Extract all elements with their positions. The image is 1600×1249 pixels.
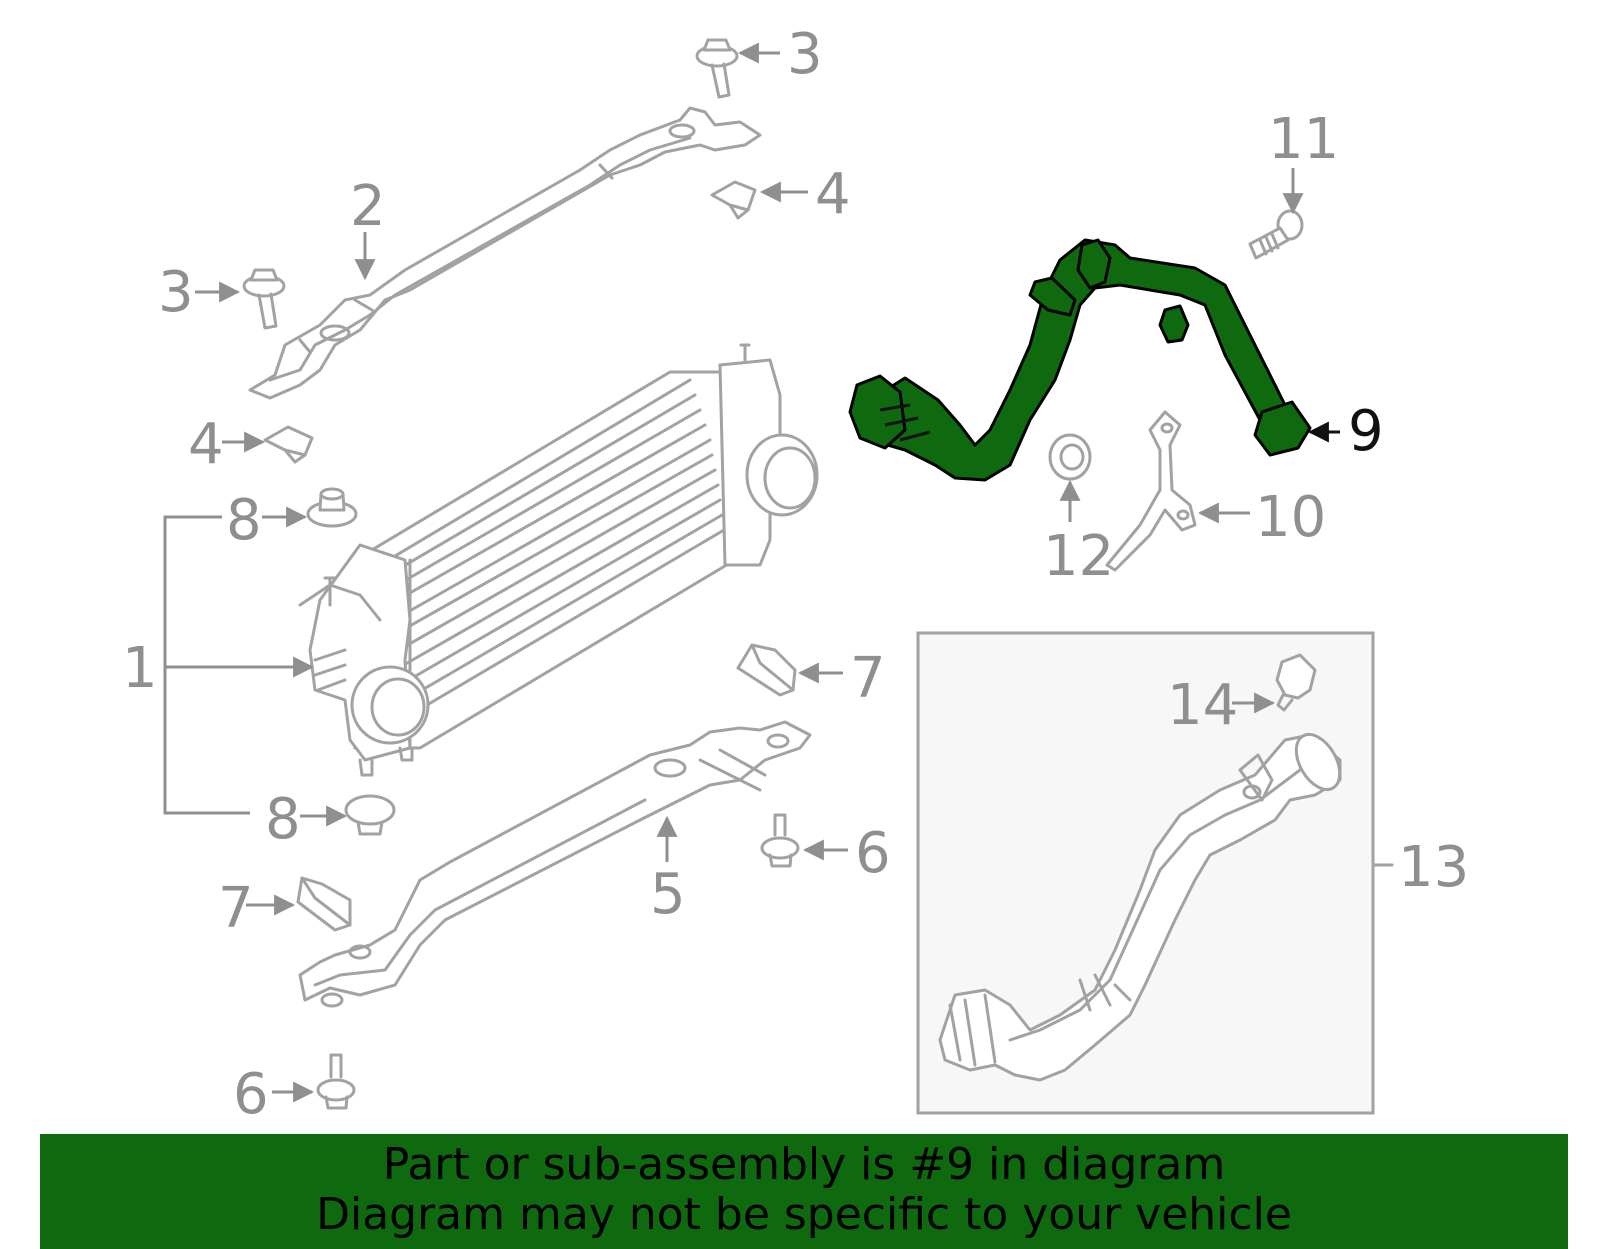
callout-11: 11 [1268,107,1339,172]
callout-12: 12 [1043,524,1114,589]
callout-6-bottom: 6 [233,1062,269,1127]
callout-14: 14 [1167,673,1238,738]
bolt-part-11 [1248,209,1304,260]
bracket-part-10 [1105,410,1197,572]
nut-part-12 [1048,433,1092,481]
callout-9: 9 [1348,399,1384,464]
footer-banner: Part or sub-assembly is #9 in diagram Di… [40,1134,1568,1249]
footer-line-2: Diagram may not be specific to your vehi… [316,1189,1292,1240]
bolt-part-3-left [242,268,286,330]
callout-4-left: 4 [188,412,224,477]
clip-part-7-left [296,876,352,932]
lower-bracket-part-5 [298,720,812,1008]
footer-line-1: Part or sub-assembly is #9 in diagram [382,1139,1226,1190]
upper-bracket-part-2 [248,106,762,400]
callout-1: 1 [122,636,158,701]
callout-10: 10 [1255,485,1326,550]
bolt-part-6-right [760,813,800,868]
callout-13: 13 [1398,835,1469,900]
callout-3-top: 3 [787,22,823,87]
callout-8-bottom: 8 [265,787,301,852]
callout-5: 5 [650,862,686,927]
callout-3-left: 3 [158,260,194,325]
callout-7-left: 7 [218,876,254,941]
callout-8-top: 8 [226,488,262,553]
clip-part-4-left [263,425,314,464]
clip-part-7-right [736,643,797,697]
callout-7-right: 7 [850,646,886,711]
bolt-part-3-top [695,38,739,99]
grommet-part-8-bottom [344,794,396,836]
callout-2: 2 [350,174,386,239]
callout-labels: 1 2 3 3 4 4 5 6 6 7 7 8 8 9 10 11 12 13 … [122,22,1469,1127]
bolt-part-6-bottom [316,1053,356,1110]
intercooler-part-1 [163,343,819,815]
charge-air-hose-part-9 [848,238,1312,482]
clip-part-4-top [710,180,757,220]
callout-leaders [165,42,1340,1103]
callout-4-top: 4 [815,162,851,227]
callout-6-right: 6 [855,821,891,886]
hose-assembly-part-13 [916,631,1394,1115]
grommet-part-8-top [306,487,358,528]
sensor-part-14 [1275,653,1317,712]
